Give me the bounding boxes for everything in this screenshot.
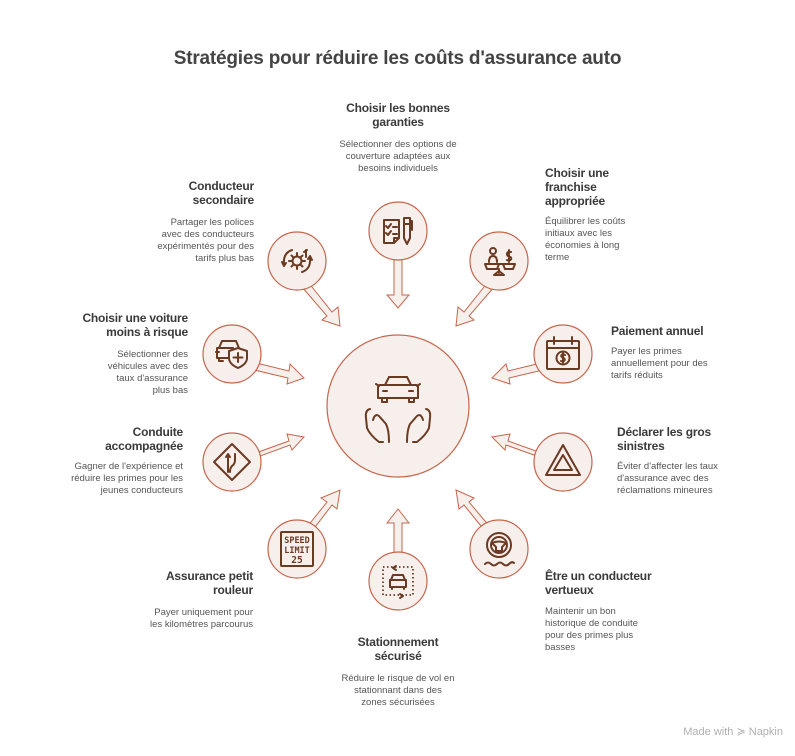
calendar-dollar-icon	[546, 336, 580, 370]
strategy-title: Être un conducteur vertueux	[545, 569, 652, 597]
label-vertueux: Être un conducteur vertueux Maintenir un…	[545, 569, 655, 654]
label-petit-rouleur: Assurance petit rouleur Payer uniquement…	[140, 569, 253, 631]
strategy-description: Équilibrer les coûts initiaux avec les é…	[545, 216, 626, 263]
sign-text-line3: 25	[291, 555, 303, 566]
node-voiture	[202, 324, 262, 384]
sign-text-line1: SPEED	[284, 536, 310, 546]
car-shield-icon	[215, 340, 248, 369]
steering-wheel-icon	[484, 532, 515, 567]
warning-triangle-icon	[545, 444, 581, 476]
label-franchise: Choisir une franchise appropriée Équilib…	[545, 166, 640, 264]
balance-scale-icon	[484, 247, 516, 276]
strategy-title: Déclarer les gros sinistres	[617, 425, 711, 453]
node-franchise	[469, 231, 529, 291]
strategy-description: Sélectionner des options de couverture a…	[339, 139, 457, 174]
strategy-title: Paiement annuel	[611, 324, 704, 338]
strategy-description: Maintenir un bon historique de conduite …	[545, 606, 638, 653]
node-paiement	[533, 324, 593, 384]
strategy-description: Réduire le risque de vol en stationnant …	[341, 673, 455, 708]
node-vertueux	[469, 519, 529, 579]
strategy-description: Payer les primes annuellement pour des t…	[611, 346, 708, 381]
strategy-title: Choisir une franchise appropriée	[545, 166, 609, 208]
node-stationnement	[368, 551, 428, 611]
strategy-description: Éviter d'affecter les taux d'assurance a…	[617, 461, 718, 496]
center-node	[326, 334, 470, 478]
speed-limit-sign-icon: SPEED LIMIT 25	[280, 531, 314, 567]
napkin-brand: Napkin	[748, 726, 783, 738]
made-with-napkin: Made with ≽ Napkin	[683, 725, 783, 738]
label-garanties: Choisir les bonnes garanties Sélectionne…	[323, 101, 473, 175]
node-secondaire	[267, 231, 327, 291]
node-garanties	[368, 201, 428, 261]
label-secondaire: Conducteur secondaire Partager les polic…	[148, 179, 254, 265]
arrow-secondaire	[301, 281, 341, 327]
node-accompagnee	[202, 432, 262, 492]
made-with-text: Made with	[683, 726, 734, 738]
sign-text-line2: LIMIT	[284, 546, 310, 556]
hands-car-icon	[364, 376, 432, 443]
label-accompagnee: Conduite accompagnée Gagner de l'expérie…	[70, 425, 183, 497]
arrow-franchise	[455, 281, 495, 327]
page-title: Stratégies pour réduire les coûts d'assu…	[173, 48, 622, 69]
strategy-title: Assurance petit rouleur	[165, 569, 253, 597]
arrow-stationnement	[385, 508, 411, 556]
napkin-logo-icon: ≽	[736, 726, 746, 738]
strategy-description: Sélectionner des véhicules avec des taux…	[107, 349, 188, 396]
secure-parking-icon	[382, 565, 414, 599]
road-merge-sign-icon	[213, 443, 251, 481]
gear-cycle-icon	[281, 249, 313, 273]
label-paiement: Paiement annuel Payer les primes annuell…	[611, 324, 721, 382]
strategy-title: Stationnement sécurisé	[357, 635, 439, 663]
strategy-description: Partager les polices avec des conducteur…	[157, 217, 254, 264]
strategy-description: Payer uniquement pour les kilomètres par…	[150, 607, 253, 630]
checklist-pen-icon	[383, 217, 413, 245]
strategy-title: Choisir les bonnes garanties	[346, 101, 450, 129]
strategy-title: Conduite accompagnée	[105, 425, 183, 453]
strategy-title: Conducteur secondaire	[188, 179, 255, 207]
label-stationnement: Stationnement sécurisé Réduire le risque…	[323, 635, 473, 709]
label-voiture: Choisir une voiture moins à risque Sélec…	[78, 311, 188, 397]
label-sinistres: Déclarer les gros sinistres Éviter d'aff…	[617, 425, 722, 497]
node-petit-rouleur: SPEED LIMIT 25	[267, 519, 327, 579]
node-sinistres	[533, 432, 593, 492]
strategy-title: Choisir une voiture moins à risque	[82, 311, 188, 339]
arrow-garanties	[385, 254, 411, 309]
strategy-description: Gagner de l'expérience et réduire les pr…	[71, 461, 183, 496]
